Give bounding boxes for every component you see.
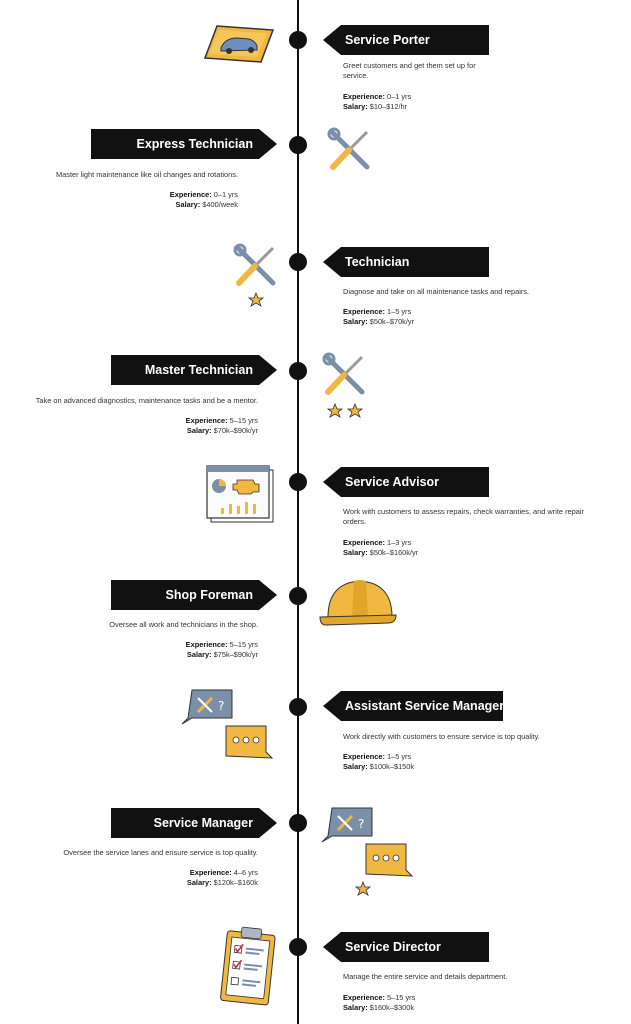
timeline-dot — [289, 698, 307, 716]
timeline-dot — [289, 473, 307, 491]
role-title-service-advisor: Service Advisor — [323, 467, 489, 497]
role-title-service-porter: Service Porter — [323, 25, 489, 55]
role-meta: Experience: 5–15 yrs Salary: $75k–$90k/y… — [185, 640, 258, 659]
timeline-dot — [289, 362, 307, 380]
role-meta: Experience: 4–6 yrs Salary: $120k–$160k — [186, 868, 258, 887]
role-description: Master light maintenance like oil change… — [56, 170, 238, 179]
role-description: Greet customers and get them set up for … — [343, 61, 476, 80]
role-title-service-manager: Service Manager — [111, 808, 277, 838]
dashboard-window-icon — [206, 465, 274, 523]
role-meta: Experience: 1–5 yrs Salary: $100k–$150k — [343, 752, 415, 771]
role-title-shop-foreman: Shop Foreman — [111, 580, 277, 610]
role-description: Work directly with customers to ensure s… — [343, 732, 540, 741]
svg-text:?: ? — [218, 699, 224, 713]
role-description: Diagnose and take on all maintenance tas… — [343, 287, 530, 296]
role-title-express-technician: Express Technician — [91, 129, 277, 159]
wrench-screwdriver-icon — [327, 127, 370, 170]
role-description: Take on advanced diagnostics, maintenanc… — [35, 396, 258, 405]
role-meta: Experience: 1–5 yrs Salary: $50k–$70k/yr — [343, 307, 415, 326]
clipboard-checklist-icon — [220, 926, 276, 1006]
role-meta: Experience: 0–1 yrs Salary: $400/week — [169, 190, 238, 209]
chat-bubbles-icon: ? — [181, 689, 274, 759]
role-meta: Experience: 0–1 yrs Salary: $10–$12/hr — [343, 92, 412, 111]
timeline-dot — [289, 814, 307, 832]
timeline-dot — [289, 136, 307, 154]
role-meta: Experience: 5–15 yrs Salary: $160k–$300k — [343, 993, 416, 1012]
role-title-technician: Technician — [323, 247, 489, 277]
timeline-dot — [289, 31, 307, 49]
timeline-line — [297, 0, 299, 1024]
timeline-dot — [289, 587, 307, 605]
role-description: Oversee the service lanes and ensure ser… — [63, 848, 258, 857]
role-meta: Experience: 1–3 yrs Salary: $50k–$160k/y… — [343, 538, 419, 557]
role-title-master-technician: Master Technician — [111, 355, 277, 385]
chat-bubbles-star-icon: ? — [321, 807, 414, 896]
role-title-assistant-service-manager: Assistant Service Manager — [323, 691, 503, 721]
role-description: Manage the entire service and details de… — [343, 972, 508, 981]
role-description: Oversee all work and technicians in the … — [109, 620, 258, 629]
role-title-service-director: Service Director — [323, 932, 489, 962]
timeline-dot — [289, 938, 307, 956]
svg-text:?: ? — [358, 817, 364, 831]
role-description: Work with customers to assess repairs, c… — [343, 507, 584, 526]
wrench-screwdriver-two-stars-icon — [322, 352, 365, 418]
role-meta: Experience: 5–15 yrs Salary: $70k–$90k/y… — [185, 416, 258, 435]
hard-hat-icon — [319, 580, 397, 626]
car-tablet-icon — [203, 25, 275, 63]
wrench-screwdriver-one-star-icon — [233, 243, 276, 307]
timeline-dot — [289, 253, 307, 271]
